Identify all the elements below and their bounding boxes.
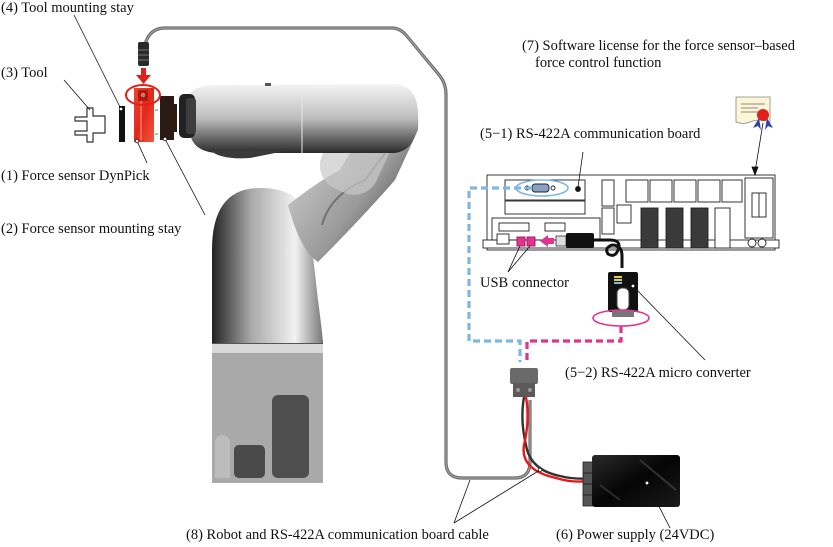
label-force-sensor-mounting-stay: (2) Force sensor mounting stay xyxy=(1,221,182,237)
usb-plug xyxy=(540,233,624,268)
label-usb-connector: USB connector xyxy=(480,275,569,291)
robot-controller xyxy=(482,174,780,251)
sensor-connector-plug xyxy=(138,42,149,66)
label-software-license-line1: (7) Software license for the force senso… xyxy=(522,38,795,54)
leader-lines-right xyxy=(453,122,764,529)
force-sensor-dynpick xyxy=(125,84,161,142)
tool xyxy=(74,107,106,143)
serial-connection-line xyxy=(467,186,532,362)
comm-board-port-highlight xyxy=(515,179,569,197)
tool-mounting-stay xyxy=(119,106,125,142)
usb-connection-line xyxy=(525,326,623,362)
label-comm-board: (5−1) RS-422A communication board xyxy=(480,126,701,142)
power-supply-24vdc xyxy=(582,455,680,507)
label-power-supply: (6) Power supply (24VDC) xyxy=(556,527,715,543)
force-sensor-mounting-stay xyxy=(160,96,177,140)
rs422a-micro-converter xyxy=(592,272,650,327)
robot-arm xyxy=(179,83,419,483)
leader-lines-left xyxy=(63,14,206,216)
power-wire xyxy=(521,396,597,483)
label-tool: (3) Tool xyxy=(1,65,48,81)
software-license-certificate-icon xyxy=(735,96,773,130)
label-cable: (8) Robot and RS-422A communication boar… xyxy=(186,527,489,543)
label-force-sensor: (1) Force sensor DynPick xyxy=(1,168,150,184)
insert-arrow-icon xyxy=(136,68,151,84)
robot-cable xyxy=(141,26,532,480)
label-tool-mounting-stay: (4) Tool mounting stay xyxy=(1,0,134,16)
dsub-connector xyxy=(510,368,538,397)
label-micro-converter: (5−2) RS-422A micro converter xyxy=(565,365,751,381)
label-software-license-line2: force control function xyxy=(535,55,662,71)
